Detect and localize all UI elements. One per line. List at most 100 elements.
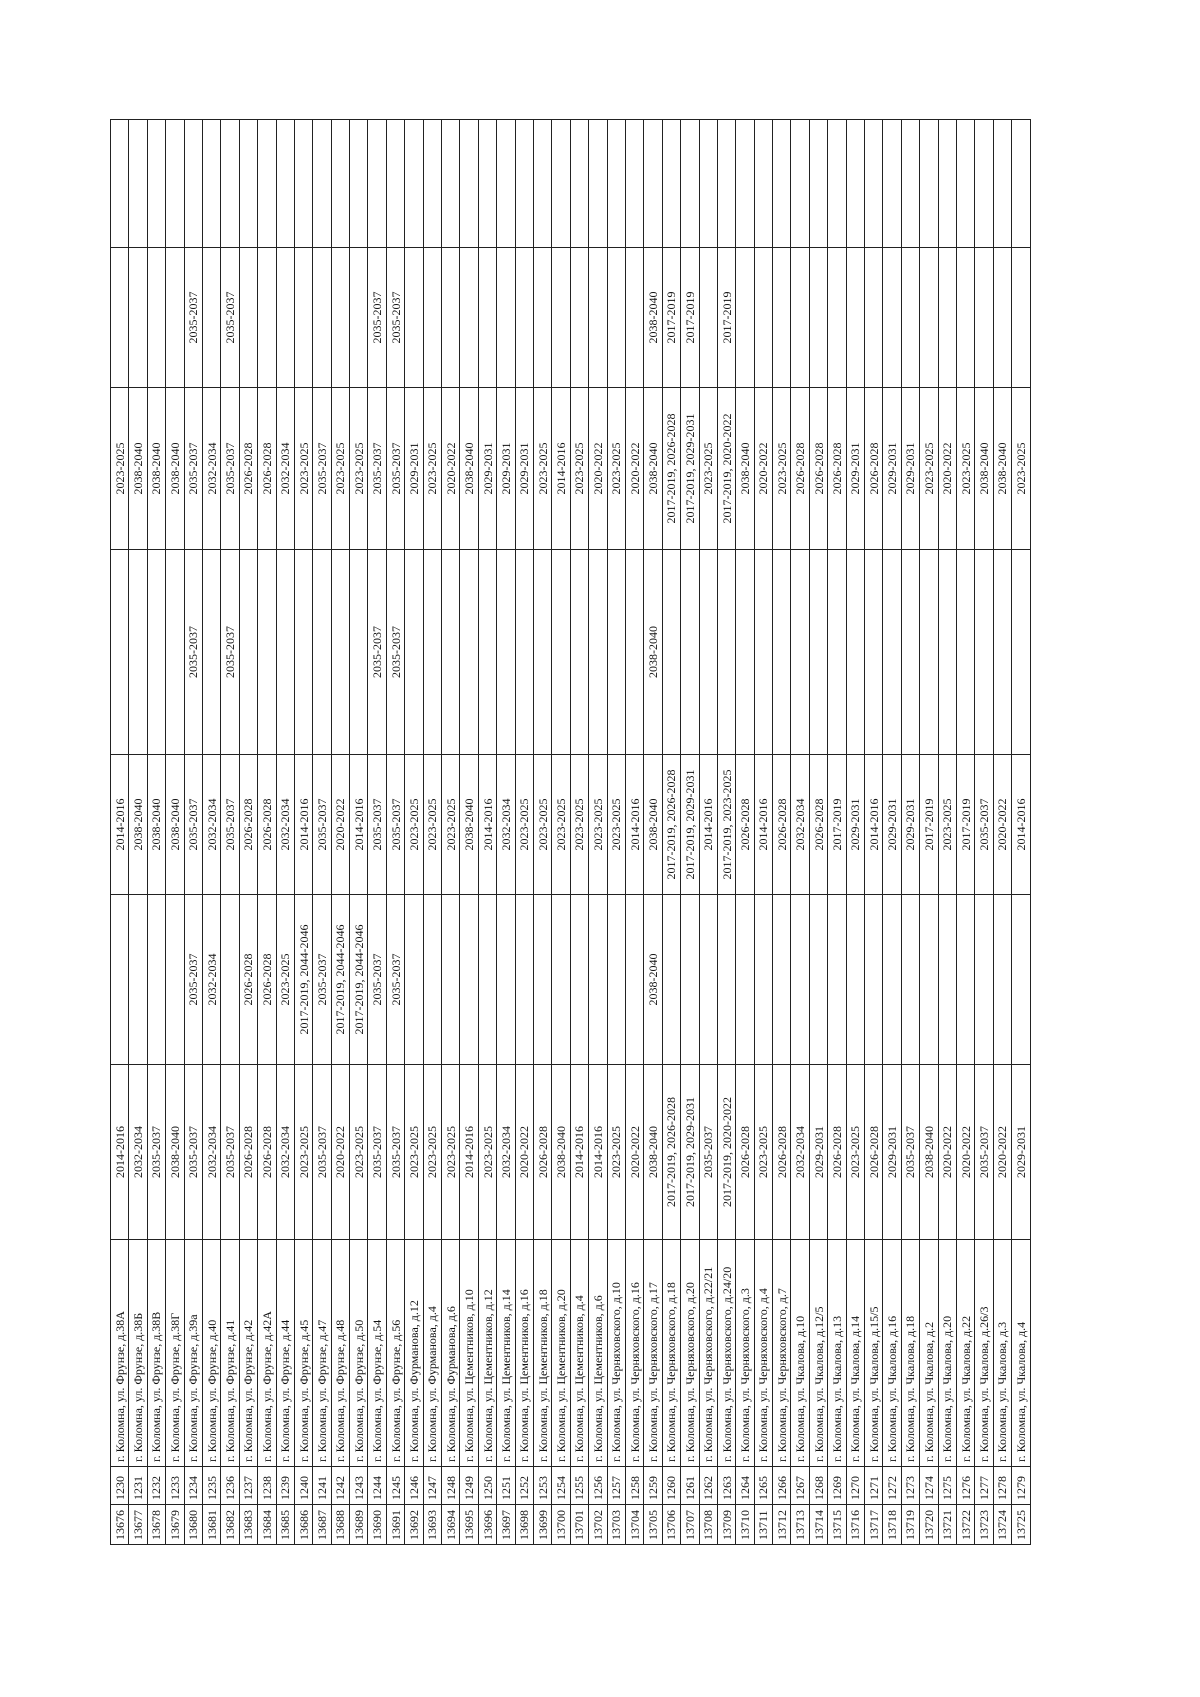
record-number-cell: 1251 [496, 1466, 516, 1505]
record-number-cell: 1254 [551, 1466, 571, 1505]
record-number-cell: 1244 [367, 1466, 387, 1505]
period-cell-3: 2014-2016 [625, 754, 644, 895]
period-cell-4 [974, 549, 994, 755]
period-cell-5: 2032-2034 [276, 387, 295, 550]
period-cell-4 [239, 549, 258, 755]
period-cell-6 [956, 247, 975, 388]
address-cell: г. Коломна, ул. Фрунзе, д.39а [184, 1239, 203, 1467]
period-cell-4 [772, 549, 791, 755]
period-cell-1: 2023-2025 [441, 1064, 460, 1240]
period-cell-5: 2035-2037 [184, 387, 203, 550]
address-cell: г. Коломна, ул. Цементников, д.4 [570, 1239, 589, 1467]
period-cell-4 [699, 549, 718, 755]
period-cell-4 [331, 549, 350, 755]
period-cell-2 [515, 894, 534, 1065]
period-cell-5: 2035-2037 [386, 387, 405, 550]
period-cell-6 [754, 247, 773, 388]
period-cell-6 [1011, 247, 1031, 388]
period-cell-5: 2023-2025 [570, 387, 589, 550]
period-cell-4 [165, 549, 185, 755]
period-cell-5: 2029-2031 [882, 387, 902, 550]
period-cell-4 [864, 549, 883, 755]
row-number-cell: 13690 [367, 1504, 387, 1545]
period-cell-5: 2020-2022 [441, 387, 460, 550]
row-number-cell: 13676 [110, 1504, 129, 1545]
period-cell-7 [496, 119, 516, 248]
period-cell-3: 2014-2016 [699, 754, 718, 895]
row-number-cell: 13711 [754, 1504, 773, 1545]
row-number-cell: 13710 [735, 1504, 755, 1545]
period-cell-6 [331, 247, 350, 388]
period-cell-5: 2014-2016 [551, 387, 571, 550]
period-cell-2 [735, 894, 755, 1065]
period-cell-5: 2029-2031 [404, 387, 424, 550]
period-cell-6 [607, 247, 626, 388]
period-cell-7 [147, 119, 166, 248]
record-number-cell: 1247 [423, 1466, 442, 1505]
period-cell-7 [772, 119, 791, 248]
row-number-cell: 13717 [864, 1504, 883, 1545]
period-cell-2 [625, 894, 644, 1065]
period-cell-5: 2032-2034 [202, 387, 221, 550]
row-number-cell: 13698 [515, 1504, 534, 1545]
period-cell-6 [423, 247, 442, 388]
period-cell-4 [662, 549, 681, 755]
row-number-cell: 13681 [202, 1504, 221, 1545]
period-cell-3: 2014-2016 [110, 754, 129, 895]
period-cell-1: 2020-2022 [331, 1064, 350, 1240]
period-cell-1: 2026-2028 [257, 1064, 277, 1240]
row-number-cell: 13688 [331, 1504, 350, 1545]
row-number-cell: 13677 [128, 1504, 148, 1545]
period-cell-3: 2038-2040 [643, 754, 663, 895]
period-cell-1: 2017-2019, 2020-2022 [717, 1064, 736, 1240]
row-number-cell: 13678 [147, 1504, 166, 1545]
period-cell-4 [459, 549, 479, 755]
record-number-cell: 1264 [735, 1466, 755, 1505]
row-number-cell: 13697 [496, 1504, 516, 1545]
period-cell-7 [478, 119, 497, 248]
period-cell-7 [276, 119, 295, 248]
period-cell-7 [735, 119, 755, 248]
period-cell-2 [607, 894, 626, 1065]
period-cell-7 [699, 119, 718, 248]
period-cell-3: 2023-2025 [533, 754, 552, 895]
address-cell: г. Коломна, ул. Цементников, д.6 [588, 1239, 608, 1467]
period-cell-7 [1011, 119, 1031, 248]
period-cell-2 [699, 894, 718, 1065]
period-cell-3: 2038-2040 [128, 754, 148, 895]
period-cell-3: 2035-2037 [312, 754, 332, 895]
period-cell-4 [533, 549, 552, 755]
period-cell-4: 2035-2037 [184, 549, 203, 755]
address-cell: г. Коломна, ул. Фрунзе, д.42 [239, 1239, 258, 1467]
period-cell-2 [680, 894, 699, 1065]
period-cell-6 [938, 247, 957, 388]
record-number-cell: 1242 [331, 1466, 350, 1505]
period-cell-2 [790, 894, 810, 1065]
period-cell-3: 2023-2025 [938, 754, 957, 895]
period-cell-4 [551, 549, 571, 755]
period-cell-1: 2020-2022 [625, 1064, 644, 1240]
record-number-cell: 1243 [349, 1466, 368, 1505]
period-cell-6 [625, 247, 644, 388]
period-cell-1: 2020-2022 [515, 1064, 534, 1240]
period-cell-6 [699, 247, 718, 388]
period-cell-5: 2038-2040 [147, 387, 166, 550]
period-cell-2 [220, 894, 240, 1065]
period-cell-6 [588, 247, 608, 388]
row-number-cell: 13686 [294, 1504, 313, 1545]
period-cell-3: 2023-2025 [515, 754, 534, 895]
period-cell-6 [809, 247, 828, 388]
period-cell-7 [551, 119, 571, 248]
period-cell-7 [882, 119, 902, 248]
period-cell-7 [110, 119, 129, 248]
record-number-cell: 1231 [128, 1466, 148, 1505]
